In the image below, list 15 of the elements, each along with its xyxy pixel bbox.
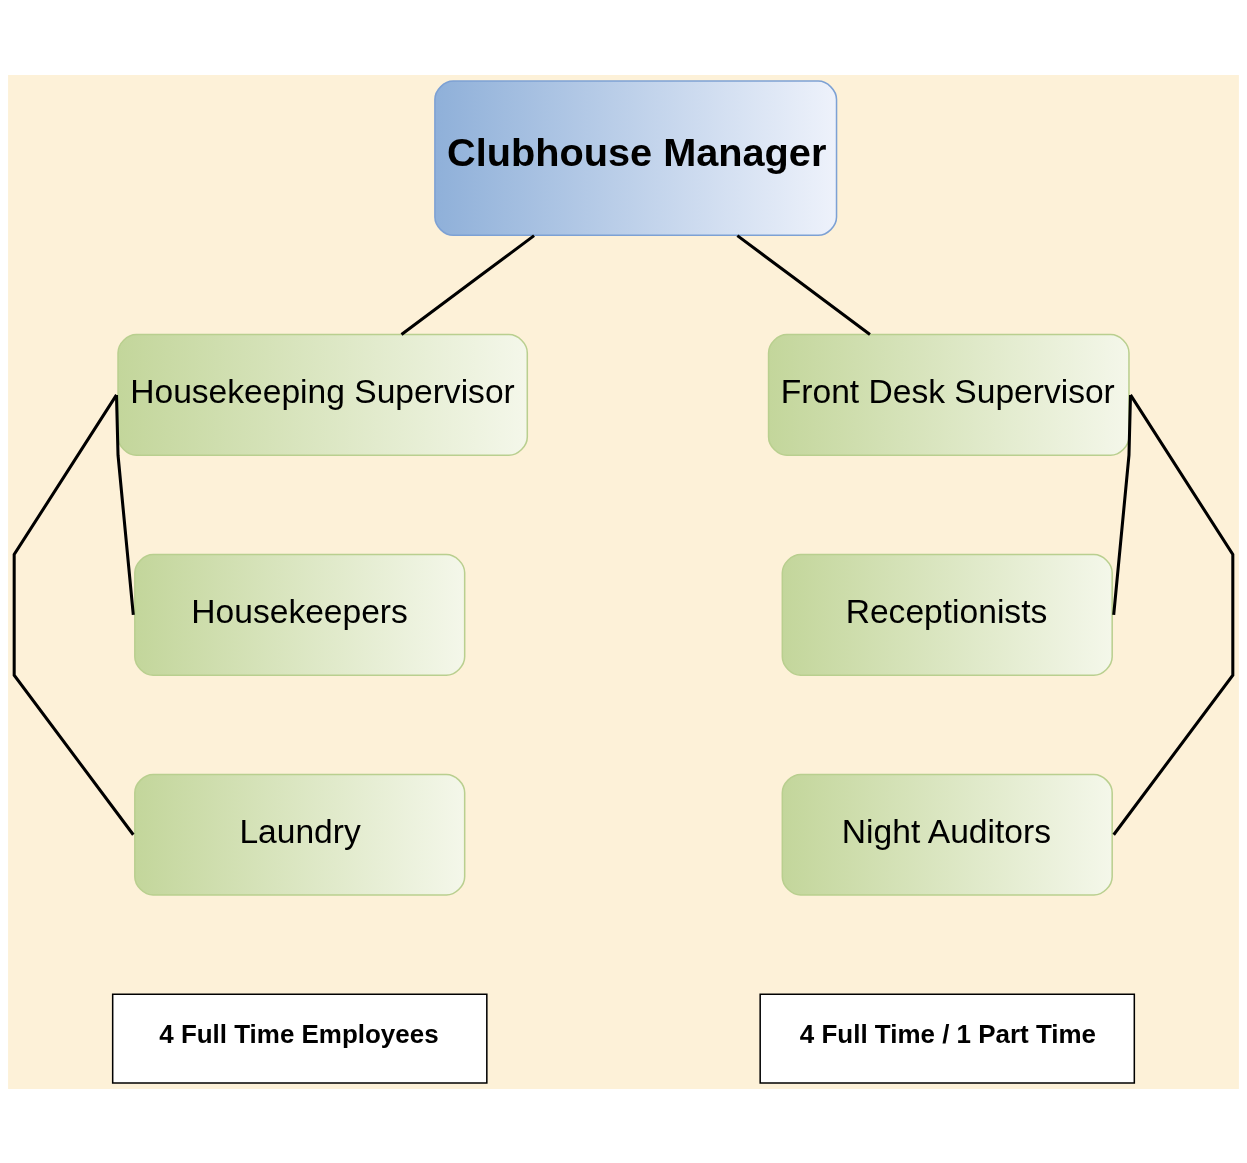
connector xyxy=(400,233,535,336)
node-box: 4 Full Time / 1 Part Time xyxy=(759,993,1136,1084)
node-box: Clubhouse Manager xyxy=(434,79,838,236)
node-box: Housekeepers xyxy=(134,553,466,676)
node-box: Receptionists xyxy=(781,553,1113,676)
connector xyxy=(1112,394,1133,615)
connector xyxy=(1112,393,1235,836)
node-box: 4 Full Time Employees xyxy=(111,993,488,1084)
node-box: Housekeeping Supervisor xyxy=(117,333,529,456)
connector xyxy=(114,394,135,615)
node-box: Laundry xyxy=(134,773,466,896)
connector xyxy=(736,233,871,336)
connector xyxy=(12,393,135,836)
node-box: Front Desk Supervisor xyxy=(767,333,1130,456)
node-box: Night Auditors xyxy=(781,773,1113,896)
